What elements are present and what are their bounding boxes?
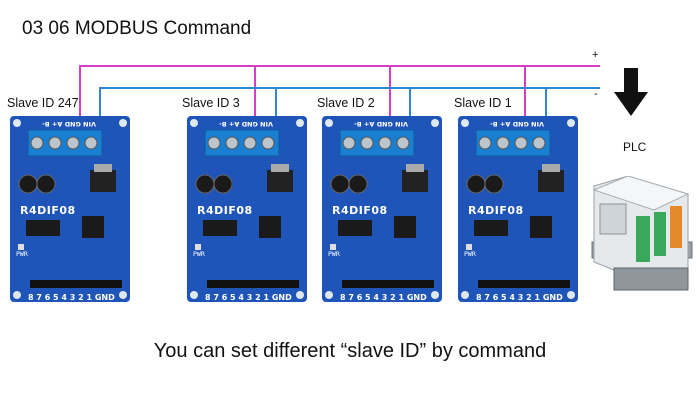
svg-text:VIN GND A+ B-: VIN GND A+ B-	[354, 120, 408, 128]
svg-text:PWR: PWR	[16, 250, 28, 258]
board-graphic: VIN GND A+ B- R4DIF08 PWR 8 7 6 5 4 3 2 …	[10, 116, 130, 302]
bus-minus-sign: -	[594, 88, 598, 100]
slave-label-1: Slave ID 1	[454, 96, 512, 110]
board-slave-3: VIN GND A+ B- R4DIF08 PWR 8 7 6 5 4 3 2 …	[187, 116, 307, 302]
board-slave-1: VIN GND A+ B- R4DIF08 PWR 8 7 6 5 4 3 2 …	[458, 116, 578, 302]
svg-text:R4DIF08: R4DIF08	[468, 204, 524, 217]
svg-text:8 7 6 5 4 3 2 1 GND: 8 7 6 5 4 3 2 1 GND	[476, 293, 563, 302]
bus-minus-line	[99, 87, 600, 118]
board-graphic: VIN GND A+ B- R4DIF08 PWR 8 7 6 5 4 3 2 …	[458, 116, 578, 302]
bus-plus-line	[79, 65, 600, 118]
slave-label-247: Slave ID 247	[7, 96, 79, 110]
board-slave-247: VIN GND A+ B- R4DIF08 PWR 8 7 6 5 4 3 2 …	[10, 116, 130, 302]
down-arrow-icon	[614, 68, 648, 116]
svg-text:PWR: PWR	[464, 250, 476, 258]
svg-text:PWR: PWR	[193, 250, 205, 258]
diagram-title: 03 06 MODBUS Command	[22, 18, 252, 39]
svg-text:R4DIF08: R4DIF08	[197, 204, 253, 217]
svg-text:8 7 6 5 4 3 2 1 GND: 8 7 6 5 4 3 2 1 GND	[340, 293, 427, 302]
svg-text:VIN GND A+ B-: VIN GND A+ B-	[42, 120, 96, 128]
svg-text:8 7 6 5 4 3 2 1 GND: 8 7 6 5 4 3 2 1 GND	[205, 293, 292, 302]
caption: You can set different “slave ID” by comm…	[153, 340, 547, 362]
svg-text:PWR: PWR	[328, 250, 340, 258]
svg-text:8 7 6 5 4 3 2 1 GND: 8 7 6 5 4 3 2 1 GND	[28, 293, 115, 302]
bus-plus-sign: +	[592, 49, 599, 61]
svg-text:R4DIF08: R4DIF08	[20, 204, 76, 217]
board-graphic: VIN GND A+ B- R4DIF08 PWR 8 7 6 5 4 3 2 …	[322, 116, 442, 302]
svg-text:VIN GND A+ B-: VIN GND A+ B-	[219, 120, 273, 128]
plc-device-icon	[591, 176, 693, 291]
svg-text:VIN GND A+ B-: VIN GND A+ B-	[490, 120, 544, 128]
board-graphic: VIN GND A+ B- R4DIF08 PWR 8 7 6 5 4 3 2 …	[187, 116, 307, 302]
board-slave-2: VIN GND A+ B- R4DIF08 PWR 8 7 6 5 4 3 2 …	[322, 116, 442, 302]
plc-label: PLC	[623, 140, 647, 154]
svg-text:R4DIF08: R4DIF08	[332, 204, 388, 217]
slave-label-3: Slave ID 3	[182, 96, 240, 110]
slave-label-2: Slave ID 2	[317, 96, 375, 110]
